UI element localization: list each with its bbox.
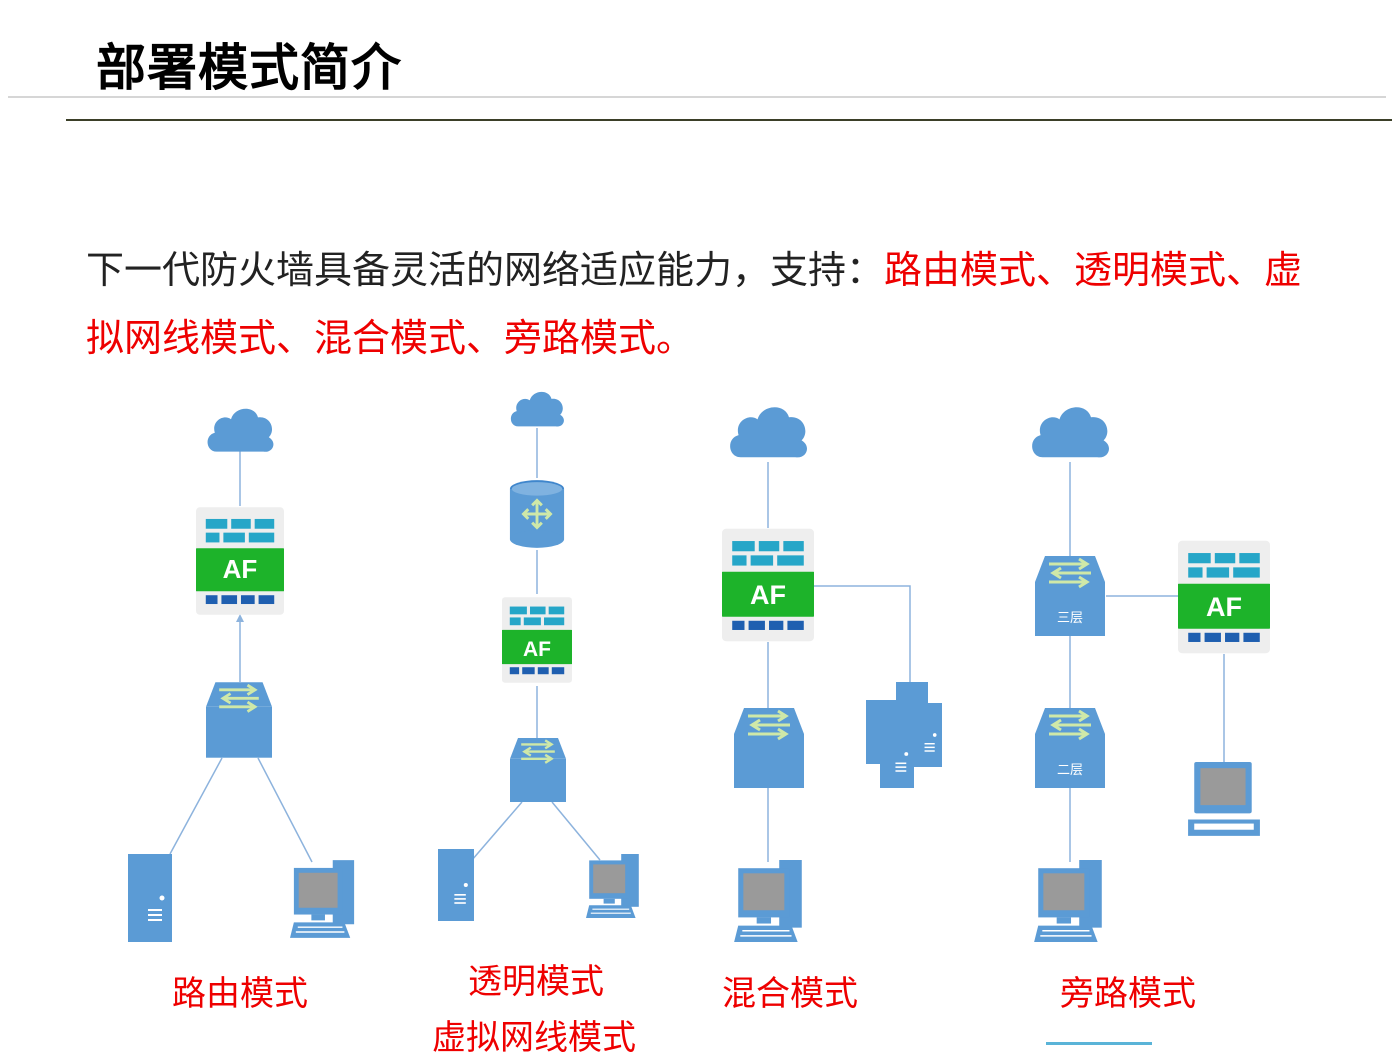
cloud-icon [1032, 407, 1109, 458]
routing-mode-diagram: AF [128, 408, 355, 942]
intro-mode-list: 路由模式、透明模式、虚拟网线模式、混合模式、旁路模式。 [86, 248, 1303, 360]
cloud-icon [207, 408, 274, 452]
virtual-wire-mode-label: 虚拟网线模式 [432, 1018, 636, 1058]
routing-mode-label: 路由模式 [172, 974, 308, 1014]
intro-prefix: 下一代防火墙具备灵活的网络适应能力，支持： [86, 248, 885, 292]
switch-icon [510, 738, 566, 802]
workstation-icon [586, 854, 640, 918]
transparent-mode-diagram: AF [438, 391, 640, 922]
workstation-icon [734, 860, 803, 942]
server-cluster-icon [866, 682, 942, 788]
l2-switch-label: 二层 [1057, 763, 1083, 778]
hybrid-mode-label: 混合模式 [722, 974, 858, 1014]
transparent-mode-label: 透明模式 [468, 962, 604, 1002]
title-divider-light [8, 96, 1386, 98]
title-divider-dark [66, 119, 1392, 121]
firewall-label: AF [750, 580, 786, 610]
switch-icon [734, 708, 804, 788]
intro-paragraph: 下一代防火墙具备灵活的网络适应能力，支持：路由模式、透明模式、虚拟网线模式、混合… [86, 236, 1336, 372]
cloud-icon [730, 407, 807, 458]
server-icon [438, 848, 474, 922]
switch-icon [206, 682, 272, 758]
firewall-label: AF [223, 554, 258, 584]
cloud-icon [510, 391, 564, 427]
l3-switch-label: 三层 [1057, 611, 1083, 626]
router-icon [508, 478, 566, 550]
decorative-underline [1046, 1042, 1152, 1045]
page-title: 部署模式简介 [96, 39, 402, 97]
hybrid-mode-diagram: AF [722, 407, 942, 942]
bypass-mode-diagram: 三层 AF 二层 [1032, 407, 1270, 1045]
workstation-icon [1034, 860, 1103, 942]
laptop-icon [1188, 762, 1260, 836]
server-icon [128, 854, 172, 942]
workstation-icon [290, 860, 355, 938]
firewall-label: AF [1206, 592, 1242, 622]
bypass-mode-label: 旁路模式 [1060, 974, 1196, 1014]
firewall-label: AF [523, 638, 551, 661]
